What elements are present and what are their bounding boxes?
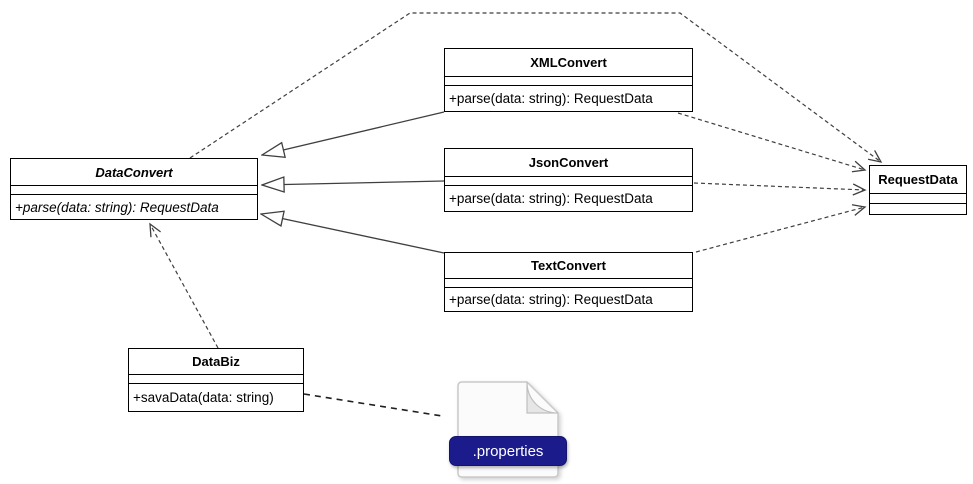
properties-file-icon[interactable]: .properties — [445, 378, 571, 484]
class-box-jsonconvert[interactable]: JsonConvert +parse(data: string): Reques… — [444, 148, 693, 212]
method-textconvert-parse: +parse(data: string): RequestData — [449, 292, 653, 307]
edge-xmlconvert-generalization-arrow — [262, 111, 445, 155]
class-box-requestdata[interactable]: RequestData — [869, 165, 967, 215]
properties-label-badge: .properties — [449, 436, 567, 466]
page-fold-icon — [526, 381, 559, 414]
methods-compartment: +parse(data: string): RequestData — [11, 194, 257, 219]
class-title-textconvert: TextConvert — [531, 258, 606, 273]
class-box-xmlconvert[interactable]: XMLConvert +parse(data: string): Request… — [444, 48, 693, 112]
methods-compartment: +parse(data: string): RequestData — [445, 85, 692, 111]
methods-compartment: +parse(data: string): RequestData — [445, 287, 692, 311]
edge-databiz-dataconvert-dependency-arrow — [149, 222, 219, 349]
class-box-textconvert[interactable]: TextConvert +parse(data: string): Reques… — [444, 252, 693, 312]
edge-textconvert-requestdata-dependency-arrow — [695, 204, 867, 253]
attributes-compartment — [445, 278, 692, 287]
edge-dataconvert-requestdata-dependency-arrow — [189, 12, 883, 163]
method-databiz-savadata: +savaData(data: string) — [133, 390, 274, 405]
attributes-compartment — [445, 76, 692, 85]
class-title-requestdata: RequestData — [878, 172, 958, 187]
edge-databiz-properties-link — [303, 393, 443, 417]
method-dataconvert-parse: +parse(data: string): RequestData — [15, 199, 219, 215]
class-title-dataconvert: DataConvert — [95, 164, 173, 180]
class-box-databiz[interactable]: DataBiz +savaData(data: string) — [128, 348, 304, 412]
method-xmlconvert-parse: +parse(data: string): RequestData — [449, 91, 653, 106]
properties-label: .properties — [472, 442, 544, 460]
edge-jsonconvert-generalization-arrow — [262, 181, 445, 185]
edge-xmlconvert-requestdata-dependency-arrow — [677, 112, 867, 173]
attributes-compartment — [445, 176, 692, 185]
edge-textconvert-generalization-arrow — [261, 214, 445, 254]
methods-compartment: +parse(data: string): RequestData — [445, 185, 692, 211]
methods-compartment — [870, 203, 966, 214]
attributes-compartment — [129, 374, 303, 383]
edge-jsonconvert-requestdata-dependency-arrow — [693, 182, 867, 196]
class-box-dataconvert[interactable]: DataConvert +parse(data: string): Reques… — [10, 158, 258, 220]
class-title-jsonconvert: JsonConvert — [528, 155, 609, 170]
class-title-xmlconvert: XMLConvert — [530, 55, 607, 70]
file-page-icon — [457, 381, 559, 478]
attributes-compartment — [11, 185, 257, 194]
class-title-databiz: DataBiz — [192, 354, 240, 369]
attributes-compartment — [870, 193, 966, 203]
methods-compartment: +savaData(data: string) — [129, 383, 303, 411]
method-jsonconvert-parse: +parse(data: string): RequestData — [449, 191, 653, 206]
